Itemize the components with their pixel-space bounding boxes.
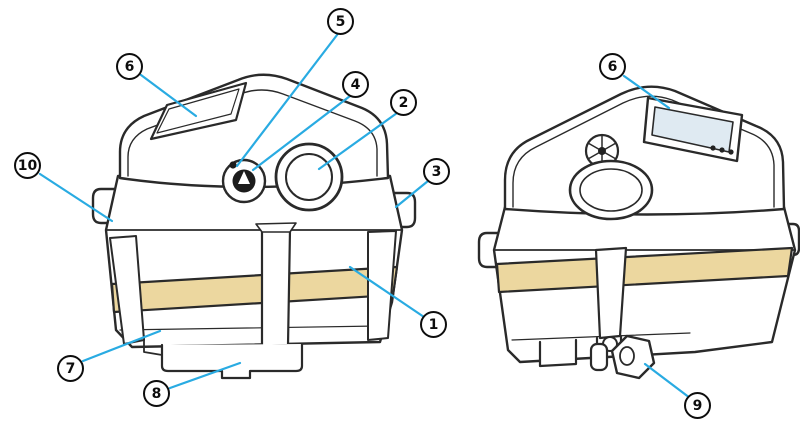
callout-6-left: 6 xyxy=(116,53,143,80)
leader-10 xyxy=(38,172,114,223)
display-button-icon xyxy=(710,145,716,151)
right-actuator xyxy=(477,85,800,380)
callout-6-right: 6 xyxy=(599,53,626,80)
callout-10: 10 xyxy=(14,152,41,179)
seal-band xyxy=(495,246,794,294)
clamp-rib-right xyxy=(367,230,397,341)
leader-7 xyxy=(81,329,162,363)
left-actuator xyxy=(91,73,417,380)
callout-5: 5 xyxy=(327,8,354,35)
mounting-ear-left-icon xyxy=(91,187,120,225)
leader-5 xyxy=(235,33,339,168)
callout-3: 3 xyxy=(423,158,450,185)
callout-9: 9 xyxy=(684,392,711,419)
callout-2: 2 xyxy=(390,89,417,116)
base-block xyxy=(160,342,304,380)
display-button-icon xyxy=(719,147,725,153)
leader-3 xyxy=(394,179,430,209)
callout-4: 4 xyxy=(342,71,369,98)
actuator-body xyxy=(104,174,404,349)
leader-6-left xyxy=(139,73,198,118)
callout-8: 8 xyxy=(143,380,170,407)
dome-cap xyxy=(568,159,654,221)
leader-9 xyxy=(643,362,692,400)
leader-8 xyxy=(168,361,242,390)
callout-1: 1 xyxy=(420,311,447,338)
display-window xyxy=(149,81,248,141)
set-screw-icon xyxy=(229,161,237,169)
leader-2 xyxy=(317,111,399,171)
leader-6-right xyxy=(622,74,671,110)
mounting-ear-right-icon xyxy=(784,222,800,257)
cable-gland-cap xyxy=(589,342,609,372)
leader-1 xyxy=(348,265,426,319)
display-button-icon xyxy=(728,149,734,155)
callout-7: 7 xyxy=(57,355,84,382)
clamp-rib-center xyxy=(594,246,628,340)
leader-4 xyxy=(251,94,352,172)
mounting-ear-left-icon xyxy=(477,231,502,269)
leader-lines xyxy=(38,33,692,400)
mounting-ear-right-icon xyxy=(390,191,417,229)
base-step xyxy=(538,338,578,368)
cable-gland-nut xyxy=(610,334,656,380)
clamp-rib-center xyxy=(260,228,292,348)
